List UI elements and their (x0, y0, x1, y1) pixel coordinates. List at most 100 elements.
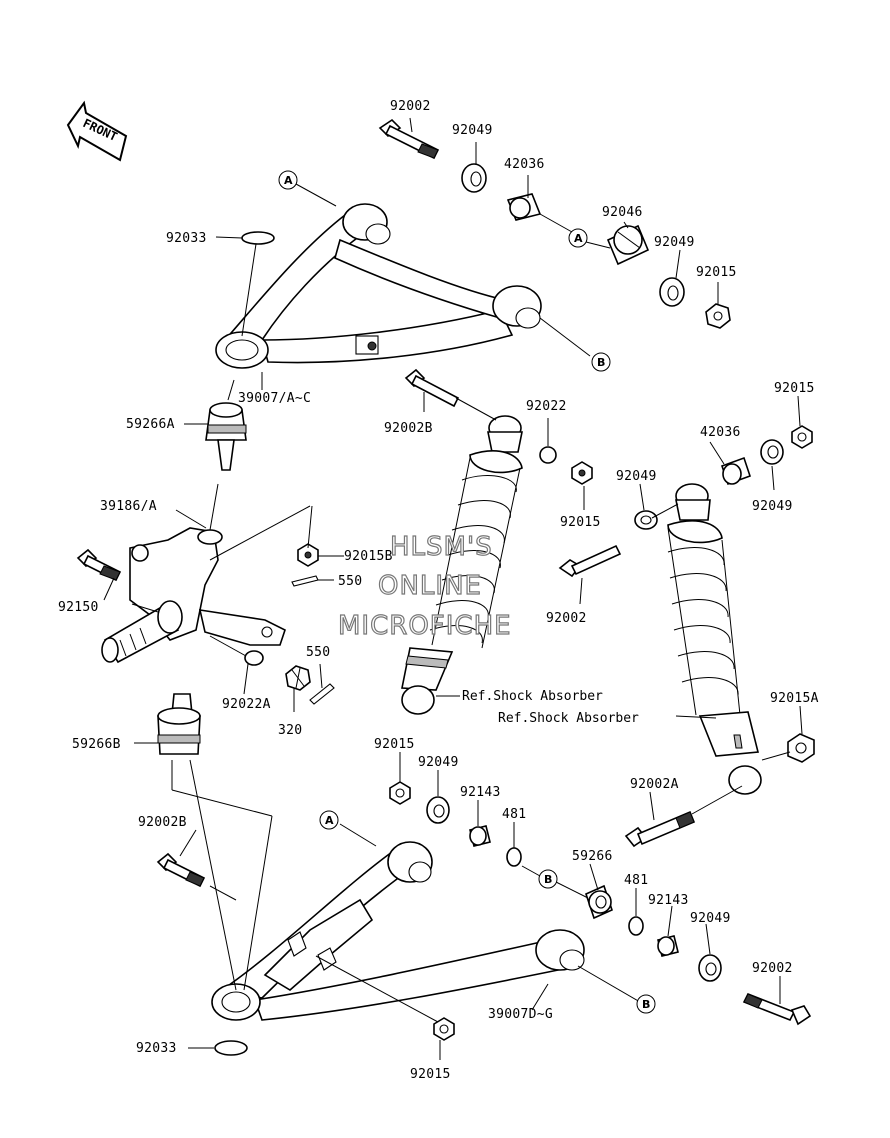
ball-joint-59266b (157, 693, 201, 755)
washer-92049-shock-left (634, 510, 658, 530)
label-92150: 92150 (58, 600, 99, 615)
svg-text:B: B (597, 356, 605, 369)
label-39007-dg: 39007D~G (488, 1007, 553, 1022)
label-92049-shock-right: 92049 (752, 499, 793, 514)
bolt-92002-top (378, 118, 440, 160)
label-92022a: 92022A (222, 697, 271, 712)
label-42036-top: 42036 (504, 157, 545, 172)
bolt-92002-mid (558, 544, 622, 578)
cotter-pin-550-b (309, 683, 335, 705)
svg-text:B: B (642, 998, 650, 1011)
callout-a-2: A (568, 228, 588, 248)
label-92002-low: 92002 (752, 961, 793, 976)
washer-92049-right (698, 954, 722, 982)
svg-text:A: A (325, 814, 334, 827)
svg-text:ONLINE: ONLINE (378, 571, 482, 601)
label-92015-bottom: 92015 (410, 1067, 451, 1082)
label-59266: 59266 (572, 849, 613, 864)
cotter-pin-550-a (291, 575, 319, 587)
svg-text:B: B (544, 873, 552, 886)
label-92015-right: 92015 (560, 515, 601, 530)
label-481-right: 481 (624, 873, 648, 888)
nut-92015-top (705, 303, 731, 329)
washer-92049-mid (659, 277, 685, 307)
label-59266a: 59266A (126, 417, 175, 432)
circlip-481-right (628, 916, 644, 936)
leader-lines (103, 117, 803, 1060)
circlip-481-low (506, 847, 522, 867)
label-ref-shock-2: Ref.Shock Absorber (498, 711, 639, 726)
label-550-b: 550 (306, 645, 330, 660)
bolt-92002b-top (404, 368, 460, 408)
label-92049-low: 92049 (418, 755, 459, 770)
label-39007-ac: 39007/A~C (238, 391, 311, 406)
washer-92022 (539, 446, 557, 464)
label-ref-shock-1: Ref.Shock Absorber (462, 689, 603, 704)
svg-text:A: A (574, 232, 583, 245)
lower-a-arm (211, 841, 585, 1021)
callout-b-2: B (538, 869, 558, 889)
label-92002-mid: 92002 (546, 611, 587, 626)
label-92049-right: 92049 (690, 911, 731, 926)
bushing-59266 (585, 884, 613, 920)
collar-92143-low (469, 825, 491, 847)
label-92015-low: 92015 (374, 737, 415, 752)
label-59266b: 59266B (72, 737, 121, 752)
washer-92049-top (461, 163, 487, 193)
circlip-92033-low (214, 1040, 248, 1056)
label-92015a: 92015A (770, 691, 819, 706)
callout-b-3: B (636, 994, 656, 1014)
washer-92049-shock-right (760, 439, 784, 465)
label-92046: 92046 (602, 205, 643, 220)
watermark: HLSM'S ONLINE MICROFICHE (337, 531, 512, 641)
label-39186a: 39186/A (100, 499, 157, 514)
bolt-92002a (624, 810, 696, 848)
label-92033-low: 92033 (136, 1041, 177, 1056)
collar-92143-right (657, 935, 679, 957)
circlip-92033-top (241, 231, 275, 245)
label-550-a: 550 (338, 574, 362, 589)
label-42036-right: 42036 (700, 425, 741, 440)
bushing-92046 (606, 224, 650, 266)
svg-text:A: A (284, 174, 293, 187)
label-92033-top: 92033 (166, 231, 207, 246)
svg-text:HLSM'S: HLSM'S (390, 532, 493, 562)
callout-a-3: A (319, 810, 339, 830)
label-92002b-top: 92002B (384, 421, 433, 436)
part-labels: 92002 92049 42036 92046 92049 92015 9203… (58, 99, 819, 1082)
collar-42036-top (506, 193, 542, 221)
nut-92015-shock (791, 425, 813, 449)
label-92022: 92022 (526, 399, 567, 414)
washer-92022a (244, 650, 264, 666)
label-92143-low: 92143 (460, 785, 501, 800)
label-92143-right: 92143 (648, 893, 689, 908)
upper-a-arm (215, 203, 542, 369)
label-92015-top: 92015 (696, 265, 737, 280)
label-92002a: 92002A (630, 777, 679, 792)
bolt-92002b-low (156, 852, 206, 888)
shock-absorber-left (401, 415, 523, 715)
label-92002b-low: 92002B (138, 815, 187, 830)
nut-92015-low (389, 781, 411, 805)
shock-absorber-right (667, 483, 762, 795)
label-92049-shock-left: 92049 (616, 469, 657, 484)
label-481-low: 481 (502, 807, 526, 822)
nut-92015-bottom (433, 1017, 455, 1041)
label-92015b: 92015B (344, 549, 393, 564)
collar-42036-right (720, 456, 752, 486)
bolt-92150 (76, 548, 122, 582)
label-92002-top: 92002 (390, 99, 431, 114)
nut-92015a (787, 733, 815, 763)
bolt-92002-low (742, 992, 812, 1026)
ball-joint-59266a (205, 402, 247, 471)
washer-92049-low (426, 796, 450, 824)
callout-a-1: A (278, 170, 298, 190)
label-92049-mid: 92049 (654, 235, 695, 250)
nut-92015-right (571, 461, 593, 485)
callout-b-1: B (591, 352, 611, 372)
label-92015-shock: 92015 (774, 381, 815, 396)
svg-text:MICROFICHE: MICROFICHE (338, 611, 512, 641)
label-92049-top: 92049 (452, 123, 493, 138)
castle-nut-320 (285, 665, 311, 691)
